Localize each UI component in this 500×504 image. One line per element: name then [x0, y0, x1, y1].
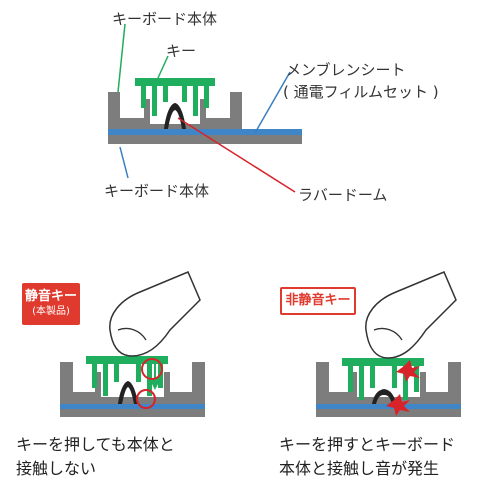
non-silent-caption-line1: キーを押すとキーボード: [279, 435, 456, 454]
base-plate: [108, 135, 302, 144]
housing: [108, 92, 150, 129]
silent-key-badge-title: 静音キー: [24, 289, 77, 304]
finger-illustration: [109, 271, 201, 357]
rubber-dome: [164, 103, 186, 129]
label-keyboard-body-bottom: キーボード本体: [104, 182, 210, 200]
top-switch-diagram: [108, 23, 302, 193]
impact-mark: [396, 360, 420, 382]
label-rubber-dome: ラバードーム: [298, 186, 388, 204]
gap-highlight-circle: [141, 358, 163, 380]
non-silent-key-badge-title: 非静音キー: [285, 293, 351, 308]
label-keyboard-body-top: キーボード本体: [112, 10, 218, 28]
non-silent-key-badge: 非静音キー: [280, 287, 356, 315]
silent-caption: キーを押しても本体と 接触しない: [16, 433, 175, 481]
label-key: キー: [166, 42, 197, 60]
silent-key-badge: 静音キー (本製品): [22, 283, 80, 325]
label-membrane-sheet-sub: ( 通電フィルムセット ): [283, 83, 439, 101]
silent-key-badge-sub: (本製品): [32, 306, 70, 317]
membrane-sheet: [108, 129, 302, 135]
silent-caption-line1: キーを押しても本体と: [16, 435, 175, 454]
silent-switch-diagram: [60, 271, 205, 417]
silent-caption-line2: 接触しない: [16, 459, 97, 478]
non-silent-caption: キーを押すとキーボード 本体と接触し音が発生: [279, 433, 455, 481]
key-cap: [135, 78, 215, 116]
non-silent-caption-line2: 本体と接触し音が発生: [279, 459, 440, 478]
label-membrane-sheet: メンブレンシート: [286, 61, 406, 79]
non-silent-switch-diagram: [316, 271, 461, 417]
